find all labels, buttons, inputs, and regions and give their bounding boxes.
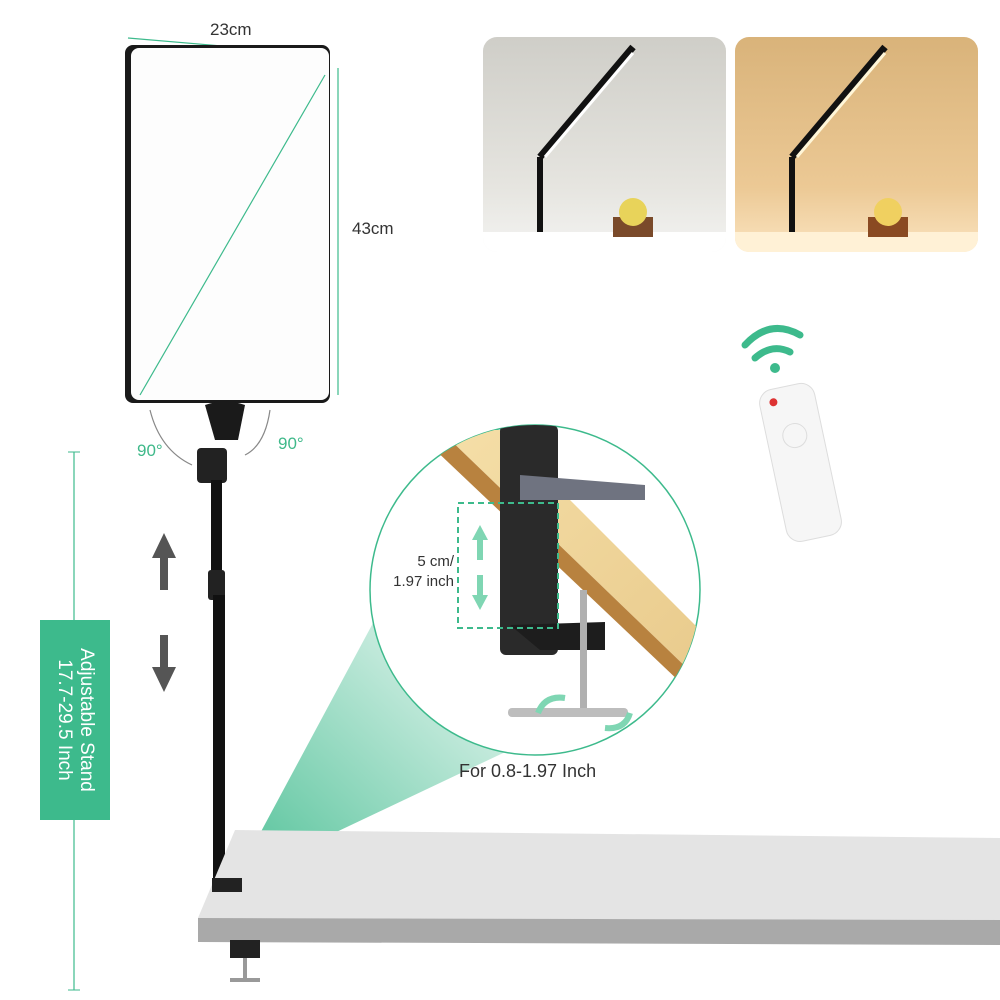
stand-label-line1: Adjustable Stand [76,648,97,792]
clamp-opening-line2: 1.97 inch [393,573,454,590]
tilt-right-label: 90° [278,434,304,453]
table-top [198,830,1000,920]
clamp-opening-label: 5 cm/ 1.97 inch [376,552,454,592]
remote-control [759,382,842,542]
tilt-left-label: 90° [137,441,163,460]
stand-pole-lower [213,595,225,885]
cool-light-photo [483,37,726,252]
wireless-signal-icon [741,325,804,362]
stand-pole-upper [211,480,222,590]
rotate-arrow-icon [604,711,633,732]
width-label: 23cm [210,20,252,39]
stand-label-line2: 17.7-29.5 Inch [54,659,75,781]
clamp-range-caption: For 0.8-1.97 Inch [459,761,597,781]
warm-light-photo [735,37,978,252]
clamp-opening-line1: 5 cm/ [417,553,454,570]
down-arrow-icon [152,635,176,692]
rotate-arrow-icon [535,694,566,715]
height-label: 43cm [352,219,394,238]
up-arrow-icon [152,533,176,590]
